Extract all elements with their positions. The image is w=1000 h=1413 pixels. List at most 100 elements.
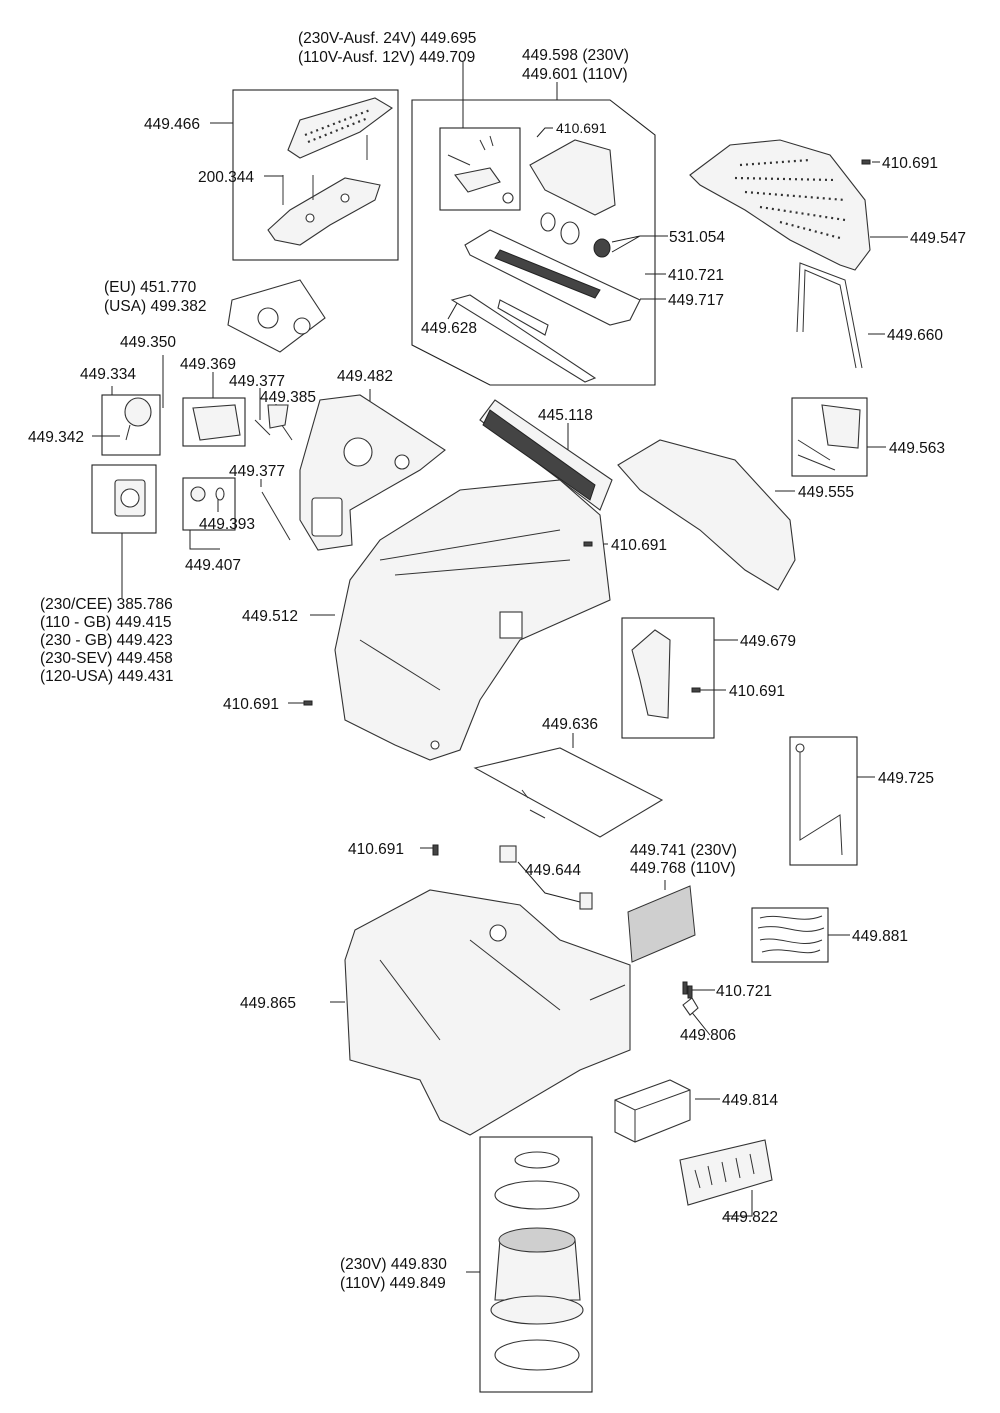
label-410-691-d: 410.691 [729,683,785,700]
label-410-691-f: 410.691 [348,841,404,858]
switch-group-box [182,397,246,447]
label-449-709: (110V-Ausf. 12V) 449.709 [298,49,475,66]
filter-frame-drawing [464,229,641,326]
label-110-gb-449-415: (110 - GB) 449.415 [40,614,172,631]
top-cover-drawing [689,139,871,271]
label-120-usa-449-431: (120-USA) 449.431 [40,668,174,685]
label-200-344: 200.344 [198,169,254,186]
label-eu-451-770: (EU) 451.770 [104,279,197,296]
label-449-660: 449.660 [887,327,943,344]
label-449-547: 449.547 [910,230,966,247]
control-panel-drawing [299,394,446,551]
label-449-563: 449.563 [889,440,945,457]
motor-drawing [490,1227,584,1325]
seal-strip-drawing [450,294,597,383]
handle-grip-drawing [287,97,393,159]
label-449-741: 449.741 (230V) [630,842,737,859]
exhaust-grille-drawing [679,1139,773,1206]
socket-group-box [91,464,157,534]
solenoid-valve-drawing [447,135,514,204]
label-449-377-b: 449.377 [229,463,285,480]
rod-drawing [795,743,843,856]
label-449-822: 449.822 [722,1209,778,1226]
handle-group-box [232,89,399,261]
rear-cover-drawing [617,439,796,591]
circuit-board-drawing [627,885,696,963]
label-230-sev-449-458: (230-SEV) 449.458 [40,650,173,667]
label-449-342: 449.342 [28,429,84,446]
socket-drawing [114,479,146,517]
label-449-768: 449.768 (110V) [630,860,736,877]
label-449-393: 449.393 [199,516,255,533]
label-449-482: 449.482 [337,368,393,385]
label-230-gb-449-423: (230 - GB) 449.423 [40,632,173,649]
label-449-385: 449.385 [260,389,316,406]
label-449-407: 449.407 [185,557,241,574]
cover-plate-drawing [227,279,326,353]
label-449-806: 449.806 [680,1027,736,1044]
cable-bundle-box [751,907,829,963]
valve-disc-drawing [540,212,611,258]
label-449-636: 449.636 [542,716,598,733]
label-230-cee-385-786: (230/CEE) 385.786 [40,596,173,613]
label-410-691-a: 410.691 [556,120,607,136]
filter-pad-drawing [473,747,664,838]
motor-seal-rings-drawing [494,1151,580,1371]
flat-filter-drawing [479,399,613,511]
label-449-695: (230V-Ausf. 24V) 449.695 [298,30,476,47]
label-449-377-a: 449.377 [229,373,285,390]
label-449-717: 449.717 [668,292,724,309]
holder-drawing [797,404,861,471]
label-410-691-b: 410.691 [882,155,938,172]
label-449-679: 449.679 [740,633,796,650]
handle-base-drawing [267,135,381,246]
motor-group-box [479,1136,593,1393]
label-230v-449-830: (230V) 449.830 [340,1256,447,1273]
clip-drawing [631,629,671,719]
label-449-334: 449.334 [80,366,136,383]
connector-drawings [499,845,593,910]
clip-group-box [621,617,715,739]
label-449-865: 449.865 [240,995,296,1012]
label-410-691-c: 410.691 [611,537,667,554]
label-usa-499-382: (USA) 499.382 [104,298,207,315]
label-410-721-a: 410.721 [668,267,724,284]
holder-group-box [791,397,868,477]
filter-cleaning-group-box [411,99,656,386]
label-449-601: 449.601 (110V) [522,66,628,83]
label-531-054: 531.054 [669,229,725,246]
switch-drawing [192,404,293,441]
bow-handle-drawing [796,262,863,369]
label-110v-449-849: (110V) 449.849 [340,1275,446,1292]
clamp-drawing [682,997,699,1016]
plug-group-box [182,477,236,531]
knob-group-box [101,394,161,456]
label-449-725: 449.725 [878,770,934,787]
label-449-814: 449.814 [722,1092,778,1109]
plug-drawing [190,486,291,541]
screw-small-drawings [303,159,871,999]
label-410-721-b: 410.721 [716,983,772,1000]
label-449-881: 449.881 [852,928,908,945]
base-housing-drawing [344,889,631,1136]
foam-block-drawing [614,1079,691,1143]
label-449-598: 449.598 (230V) [522,47,629,64]
rod-group-box [789,736,858,866]
label-449-466: 449.466 [144,116,200,133]
cable-bundle-drawing [757,915,825,954]
label-449-555: 449.555 [798,484,854,501]
filter-cleaning-bracket-drawing [529,139,616,216]
label-410-691-e: 410.691 [223,696,279,713]
leader-lines [92,62,908,1273]
label-445-118: 445.118 [538,407,593,424]
label-449-628: 449.628 [421,320,477,337]
upper-housing-drawing [334,479,611,761]
label-449-644: 449.644 [525,862,581,879]
knob-drawing [124,397,152,441]
label-449-350: 449.350 [120,334,176,351]
label-449-369: 449.369 [180,356,236,373]
solenoid-group-box [439,127,521,211]
label-449-512: 449.512 [242,608,298,625]
part-labels: (230V-Ausf. 24V) 449.695 (110V-Ausf. 12V… [28,30,966,1292]
